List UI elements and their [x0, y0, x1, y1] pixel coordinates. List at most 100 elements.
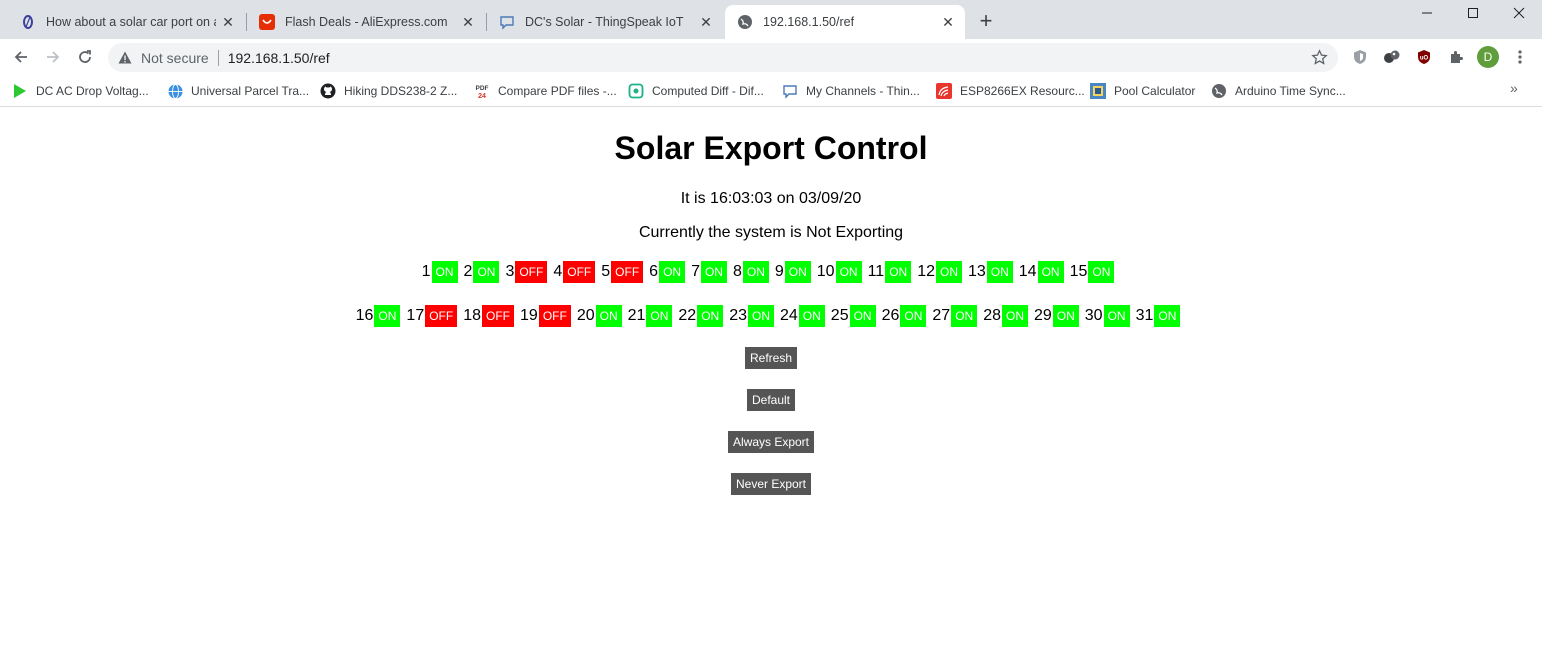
bookmark-label: DC AC Drop Voltag... [36, 84, 149, 98]
address-bar[interactable]: Not secure 192.168.1.50/ref [108, 43, 1338, 72]
day-state-badge[interactable]: ON [646, 305, 673, 327]
day-number: 18 [463, 307, 482, 325]
close-icon[interactable]: ✕ [222, 13, 234, 30]
forward-button[interactable] [39, 43, 67, 71]
day-state-badge[interactable]: ON [595, 305, 622, 327]
day-state-badge[interactable]: ON [748, 305, 774, 327]
close-icon[interactable]: ✕ [700, 13, 712, 30]
day-number: 8 [732, 263, 742, 281]
day-state-badge[interactable]: ON [742, 261, 769, 283]
day-state-badge[interactable]: ON [900, 305, 927, 327]
menu-dots-icon[interactable] [1511, 48, 1529, 66]
day-number: 23 [729, 307, 747, 325]
day-state-badge[interactable]: ON [431, 261, 458, 283]
bookmark-dc-ac-drop[interactable]: DC AC Drop Voltag... [12, 81, 149, 101]
reload-button[interactable] [71, 43, 99, 71]
day-state-badge[interactable]: ON [1088, 261, 1115, 283]
more-bookmarks-icon[interactable]: » [1510, 80, 1518, 96]
maximize-button[interactable] [1450, 0, 1496, 26]
day-state-badge[interactable]: ON [700, 261, 727, 283]
export-status-text: Currently the system is Not Exporting [638, 224, 904, 241]
day-state-badge[interactable]: ON [986, 261, 1013, 283]
day-state-badge[interactable]: ON [1037, 261, 1064, 283]
day-state-badge[interactable]: OFF [425, 305, 458, 327]
day-number: 17 [406, 307, 425, 325]
star-icon[interactable] [1311, 49, 1328, 66]
day-state-badge[interactable]: ON [374, 305, 401, 327]
day-state-badge[interactable]: OFF [611, 261, 644, 283]
extension-balls-icon[interactable] [1383, 48, 1401, 66]
day-state-badge[interactable]: OFF [538, 305, 571, 327]
day-state-badge[interactable]: ON [659, 261, 686, 283]
day-number: 24 [780, 307, 798, 325]
tab-title: How about a solar car port on a l [46, 15, 216, 29]
day-state-badge[interactable]: ON [1154, 305, 1181, 327]
new-tab-button[interactable]: + [979, 8, 993, 33]
bookmark-universal-parcel[interactable]: Universal Parcel Tra... [167, 81, 309, 101]
bookmark-label: Arduino Time Sync... [1235, 84, 1346, 98]
minimize-button[interactable] [1404, 0, 1450, 26]
day-number: 19 [520, 307, 538, 325]
day-state-badge[interactable]: ON [835, 261, 862, 283]
day-number: 6 [649, 263, 659, 281]
always-export-button[interactable]: Always Export [727, 431, 815, 453]
tab-solar-car-port[interactable]: How about a solar car port on a l ✕ [8, 5, 245, 39]
security-label[interactable]: Not secure [141, 49, 209, 66]
day-state-badge[interactable]: ON [784, 261, 811, 283]
bookmark-hiking-dds238[interactable]: Hiking DDS238-2 Z... [320, 81, 457, 101]
tab-ref-active[interactable]: 192.168.1.50/ref ✕ [725, 5, 965, 39]
day-state-badge[interactable]: OFF [482, 305, 515, 327]
tab-thingspeak[interactable]: DC's Solar - ThingSpeak IoT ✕ [487, 5, 723, 39]
bookmark-my-channels[interactable]: My Channels - Thin... [782, 81, 920, 101]
day-state-badge[interactable]: ON [1103, 305, 1130, 327]
day-state-badge[interactable]: ON [473, 261, 500, 283]
svg-text:uO: uO [1420, 56, 1429, 62]
bookmark-esp8266ex[interactable]: ESP8266EX Resourc... [936, 81, 1085, 101]
day-state-badge[interactable]: OFF [563, 261, 596, 283]
day-state-badge[interactable]: ON [798, 305, 825, 327]
day-state-badge[interactable]: OFF [515, 261, 548, 283]
tab-aliexpress[interactable]: Flash Deals - AliExpress.com ✕ [247, 5, 485, 39]
profile-avatar[interactable]: D [1477, 46, 1499, 68]
close-icon[interactable]: ✕ [942, 13, 954, 30]
close-icon[interactable]: ✕ [462, 13, 474, 30]
svg-text:PDF: PDF [476, 85, 489, 92]
bookmark-arduino-time-sync[interactable]: Arduino Time Sync... [1211, 81, 1346, 101]
url-text[interactable]: 192.168.1.50/ref [227, 49, 330, 66]
day-state-badge[interactable]: ON [935, 261, 962, 283]
ublock-icon[interactable]: uO [1415, 48, 1433, 66]
day-number: 15 [1069, 263, 1088, 281]
day-state-badge[interactable]: ON [849, 305, 876, 327]
back-button[interactable] [7, 43, 35, 71]
bookmark-label: Computed Diff - Dif... [652, 84, 764, 98]
day-state-badge[interactable]: ON [1052, 305, 1079, 327]
day-state-badge[interactable]: ON [951, 305, 978, 327]
day-state-badge[interactable]: ON [1001, 305, 1028, 327]
warning-icon[interactable] [117, 50, 133, 66]
refresh-button[interactable]: Refresh [744, 347, 798, 369]
day-state-badge[interactable]: ON [885, 261, 912, 283]
day-number: 2 [463, 263, 473, 281]
bookmark-pool-calculator[interactable]: Pool Calculator [1090, 81, 1195, 101]
diff-icon [628, 83, 644, 99]
shield-icon[interactable] [1351, 48, 1369, 66]
never-export-button[interactable]: Never Export [730, 473, 812, 495]
close-window-button[interactable] [1496, 0, 1542, 26]
default-button[interactable]: Default [746, 389, 796, 411]
bookmark-computed-diff[interactable]: Computed Diff - Dif... [628, 81, 764, 101]
tab-separator [246, 13, 247, 31]
chat-icon [782, 83, 798, 99]
puzzle-icon[interactable] [1447, 48, 1465, 66]
day-number: 13 [967, 263, 986, 281]
day-state-badge[interactable]: ON [697, 305, 724, 327]
